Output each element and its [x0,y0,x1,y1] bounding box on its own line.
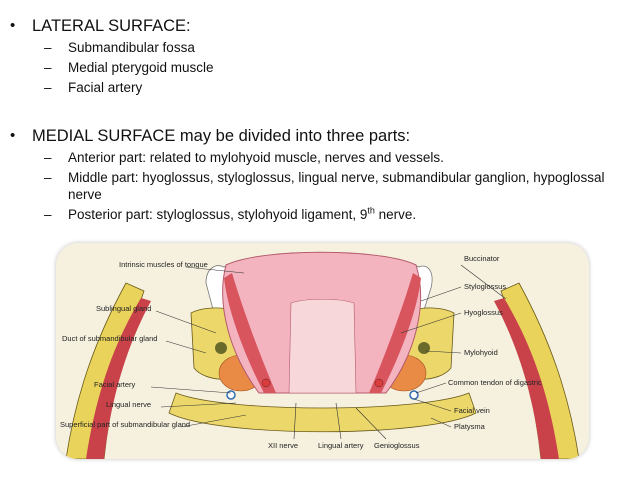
label-platysma: Platysma [454,422,486,431]
label-common-tendon-digastric: Common tendon of digastric [448,378,542,387]
label-sublingual-gland: Sublingual gland [96,304,151,313]
tongue-cross-section-drawing: Intrinsic muscles of tongue Sublingual g… [60,251,580,459]
list-item: – Facial artery [44,79,214,96]
medial-item-middle: Middle part: hyoglossus, styloglossus, l… [68,170,605,202]
dash-glyph: – [44,170,52,185]
list-item: – Anterior part: related to mylohyoid mu… [44,149,628,166]
list-item: – Posterior part: styloglossus, stylohyo… [44,206,628,223]
medial-surface-section: • MEDIAL SURFACE may be divided into thr… [10,126,628,223]
medial-surface-heading: MEDIAL SURFACE may be divided into three… [32,127,411,145]
label-superficial-part: Superficial part of submandibular gland [60,420,190,429]
medial-surface-bullet: • MEDIAL SURFACE may be divided into thr… [10,126,628,146]
list-item: – Middle part: hyoglossus, styloglossus,… [44,169,628,203]
list-item: – Medial pterygoid muscle [44,59,214,76]
label-styloglossus: Styloglossus [464,282,506,291]
label-facial-artery: Facial artery [94,380,136,389]
dash-glyph: – [44,150,52,165]
label-duct-submandibular: Duct of submandibular gland [62,334,157,343]
dash-glyph: – [44,40,52,55]
dash-glyph: – [44,207,52,222]
posterior-text-end: nerve. [374,207,417,222]
medial-item-anterior: Anterior part: related to mylohyoid musc… [68,150,444,165]
lateral-surface-heading: LATERAL SURFACE: [32,17,191,35]
label-facial-vein: Facial vein [454,406,490,415]
posterior-superscript: th [367,205,375,216]
label-xii-nerve: XII nerve [268,441,298,450]
label-lingual-nerve: Lingual nerve [106,400,151,409]
lateral-surface-bullet: • LATERAL SURFACE: [10,16,214,36]
lateral-surface-section: • LATERAL SURFACE: – Submandibular fossa… [10,16,214,96]
lateral-item-2: Medial pterygoid muscle [68,60,214,75]
medial-item-posterior: Posterior part: styloglossus, stylohyoid… [68,206,416,223]
label-genioglossus: Genioglossus [374,441,420,450]
label-mylohyoid: Mylohyoid [464,348,498,357]
label-intrinsic: Intrinsic muscles of tongue [119,260,208,269]
dash-glyph: – [44,60,52,75]
bullet-glyph: • [10,17,16,34]
lateral-item-1: Submandibular fossa [68,40,195,55]
tongue-cross-section-figure: Intrinsic muscles of tongue Sublingual g… [56,243,589,459]
label-hyoglossus: Hyoglossus [464,308,503,317]
label-lingual-artery: Lingual artery [318,441,364,450]
list-item: – Submandibular fossa [44,39,214,56]
lateral-item-3: Facial artery [68,80,143,95]
posterior-text: Posterior part: styloglossus, stylohyoid… [68,207,368,222]
dash-glyph: – [44,80,52,95]
bullet-glyph: • [10,127,16,144]
label-buccinator: Buccinator [464,254,500,263]
